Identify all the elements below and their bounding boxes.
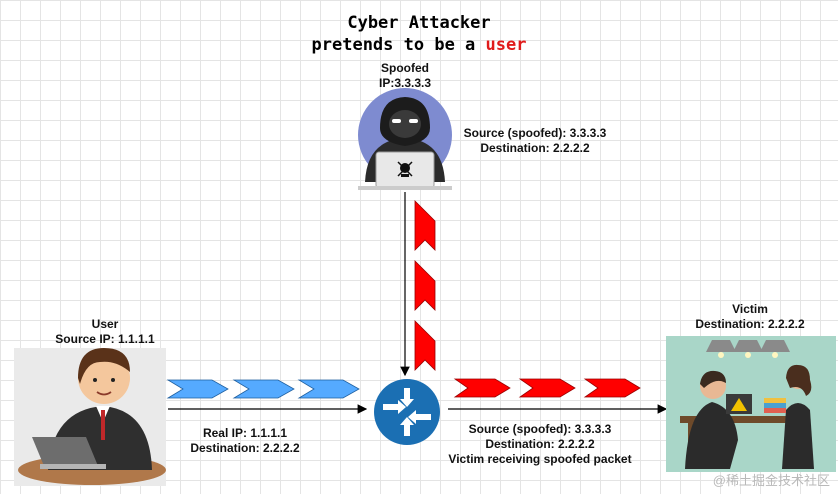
victim-packet-info: Source (spoofed): 3.3.3.3 Destination: 2… bbox=[440, 422, 640, 467]
user-chevron-3 bbox=[297, 379, 360, 399]
spoof-chevron-down-3 bbox=[414, 320, 436, 371]
attacker-label-line-1: Spoofed bbox=[381, 61, 429, 75]
user-label-line-2: Source IP: 1.1.1.1 bbox=[55, 332, 155, 346]
title-line-1: Cyber Attacker bbox=[347, 13, 491, 33]
spoof-chevron-right-2 bbox=[518, 378, 576, 398]
spoofed-packet-arrows-vertical bbox=[414, 200, 436, 371]
spoofed-packet-arrows-horizontal bbox=[453, 378, 641, 398]
title-accent-word: user bbox=[485, 35, 527, 55]
victim-office-icon bbox=[666, 336, 836, 472]
spoof-chevron-right-1 bbox=[453, 378, 511, 398]
diagram-title: Cyber Attacker pretends to be a user bbox=[0, 12, 838, 56]
title-line-2-prefix: pretends to be a bbox=[311, 35, 476, 55]
victim-packet-note: Victim receiving spoofed packet bbox=[448, 452, 632, 466]
router-icon bbox=[374, 379, 440, 445]
user-packet-arrows bbox=[166, 379, 360, 399]
spoof-chevron-right-3 bbox=[583, 378, 641, 398]
spoof-chevron-down-2 bbox=[414, 260, 436, 311]
victim-label: Victim Destination: 2.2.2.2 bbox=[680, 302, 820, 332]
title-line-2: pretends to be a user bbox=[0, 34, 838, 56]
attacker-label-line-2: IP:3.3.3.3 bbox=[378, 76, 432, 90]
user-chevron-1 bbox=[166, 379, 229, 399]
user-packet-real-ip: Real IP: 1.1.1.1 bbox=[202, 426, 288, 440]
attacker-packet-destination: Destination: 2.2.2.2 bbox=[480, 141, 590, 155]
user-laptop-icon bbox=[14, 348, 166, 486]
user-chevron-2 bbox=[232, 379, 295, 399]
user-packet-info: Real IP: 1.1.1.1 Destination: 2.2.2.2 bbox=[180, 426, 310, 456]
victim-label-line-1: Victim bbox=[732, 302, 768, 316]
user-label-line-1: User bbox=[91, 317, 119, 331]
victim-packet-destination: Destination: 2.2.2.2 bbox=[485, 437, 595, 451]
user-packet-destination: Destination: 2.2.2.2 bbox=[190, 441, 300, 455]
attacker-packet-source: Source (spoofed): 3.3.3.3 bbox=[463, 126, 607, 140]
victim-packet-source: Source (spoofed): 3.3.3.3 bbox=[468, 422, 612, 436]
attacker-packet-info: Source (spoofed): 3.3.3.3 Destination: 2… bbox=[455, 126, 615, 156]
spoof-chevron-down-1 bbox=[414, 200, 436, 251]
hacker-icon bbox=[358, 88, 452, 190]
user-label: User Source IP: 1.1.1.1 bbox=[40, 317, 170, 347]
attacker-label: Spoofed IP:3.3.3.3 bbox=[355, 61, 455, 91]
victim-label-line-2: Destination: 2.2.2.2 bbox=[695, 317, 805, 331]
watermark: @稀土掘金技术社区 bbox=[712, 473, 830, 488]
